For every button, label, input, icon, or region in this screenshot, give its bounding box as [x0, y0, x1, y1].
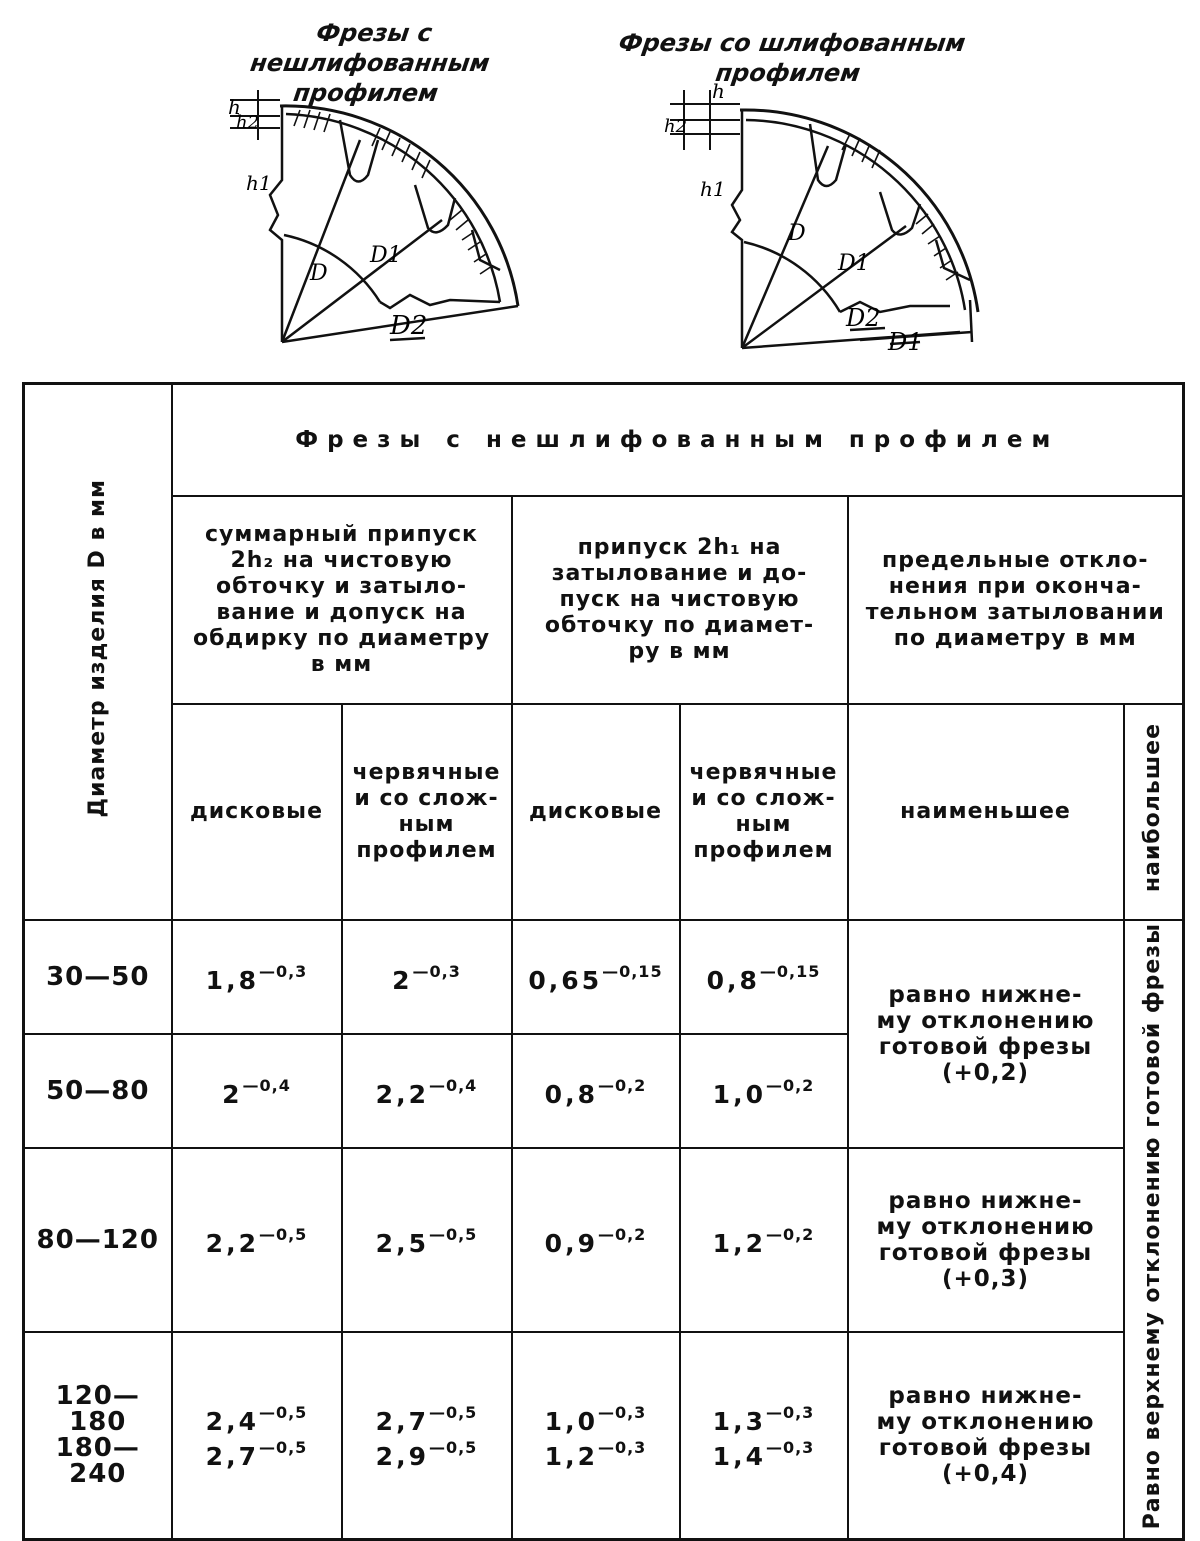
col-group-relief-allowance: припуск 2h₁ на затылование и до- пуск на…: [510, 494, 849, 705]
value-cell: 2,4—0,5 2,7—0,5: [170, 1330, 343, 1541]
group-header: Фрезы с нешлифованным профилем: [170, 382, 1185, 497]
label-h1: h1: [700, 177, 726, 201]
table-row: 120—180 180—240 2,4—0,5 2,7—0,5 2,7—0,5 …: [22, 1330, 1184, 1541]
min-note-cell: равно нижне- му отклонению готовой фрезы…: [846, 918, 1125, 1149]
subcol-worm-1: червячные и со слож- ным профилем: [340, 702, 513, 921]
subcol-min: наименьшее: [846, 702, 1125, 921]
max-note: Равно верхнему отклонению готовой фрезы: [1140, 922, 1166, 1529]
label-D1: D1: [837, 251, 870, 276]
max-note-cell: Равно верхнему отклонению готовой фрезы: [1122, 918, 1185, 1541]
value-cell: 1,0—0,3 1,2—0,3: [510, 1330, 681, 1541]
value-cell: 0,65—0,15: [510, 918, 681, 1035]
value-cell: 2,5—0,5: [340, 1146, 513, 1333]
label-D: D: [309, 261, 328, 286]
col-group-total-allowance: суммарный припуск 2h₂ на чистовую обточк…: [170, 494, 513, 705]
subcol-disc-1: дисковые: [170, 702, 343, 921]
label-D1: D1: [369, 243, 402, 268]
table-row: 50—80 2—0,4 2,2—0,4 0,8—0,2 1,0—0,2: [22, 1032, 1184, 1149]
value-cell: 0,8—0,2: [510, 1032, 681, 1149]
value-cell: 1,0—0,2: [678, 1032, 849, 1149]
table-row: 30—50 1,8—0,3 2—0,3 0,65—0,15 0,8—0,15 р…: [22, 918, 1185, 1541]
cutter-ground-profile-sketch: h h2 h1 D D1 D2 D1: [664, 80, 980, 356]
subcol-disc-2: дисковые: [510, 702, 681, 921]
value-cell: 1,8—0,3: [170, 918, 343, 1035]
label-h1: h1: [246, 171, 272, 195]
value-cell: 2,2—0,4: [340, 1032, 513, 1149]
subcol-worm-2: червячные и со слож- ным профилем: [678, 702, 849, 921]
value-cell: 1,2—0,2: [678, 1146, 849, 1333]
diameter-cell: 80—120: [22, 1146, 173, 1333]
label-D: D: [787, 221, 806, 246]
subcol-max-cell: наибольшее: [1122, 702, 1185, 921]
value-cell: 2—0,3: [340, 918, 513, 1035]
label-h: h: [228, 95, 241, 119]
allowance-table-container: Диаметр изделия D в мм Фрезы с нешлифова…: [22, 382, 1186, 1541]
cutter-unground-profile-sketch: h h2 h1 D D1 D2: [228, 90, 520, 344]
diameter-cell: 120—180 180—240: [22, 1330, 173, 1541]
table-row: 80—120 2,2—0,5 2,5—0,5 0,9—0,2 1,2—0,2 р…: [22, 1146, 1184, 1333]
allowance-table: Диаметр изделия D в мм Фрезы с нешлифова…: [22, 382, 1186, 1541]
value-cell: 2—0,4: [170, 1032, 343, 1149]
label-h2: h2: [664, 116, 687, 137]
figures-area: Фрезы с нешлифованным профилем Фрезы со …: [0, 0, 1200, 380]
value-cell: 2,7—0,5 2,9—0,5: [340, 1330, 513, 1541]
diameter-header: Диаметр изделия D в мм: [84, 478, 110, 818]
diameter-cell: 30—50: [22, 918, 173, 1035]
label-D1-bottom: D1: [887, 328, 923, 356]
col-group-limit-deviations: предельные откло- нения при оконча- тель…: [846, 494, 1185, 705]
diameter-header-cell: Диаметр изделия D в мм: [22, 382, 173, 921]
label-h: h: [712, 80, 725, 103]
min-note-cell: равно нижне- му отклонению готовой фрезы…: [846, 1330, 1125, 1541]
label-h2: h2: [236, 112, 259, 133]
min-note-cell: равно нижне- му отклонению готовой фрезы…: [846, 1146, 1125, 1333]
value-cell: 0,9—0,2: [510, 1146, 681, 1333]
value-cell: 1,3—0,3 1,4—0,3: [678, 1330, 849, 1541]
label-D2: D2: [389, 311, 427, 341]
label-D2: D2: [845, 304, 881, 332]
subcol-max: наибольшее: [1140, 723, 1166, 893]
figure-right-caption: Фрезы со шлифованным профилем: [616, 29, 968, 87]
diameter-cell: 50—80: [22, 1032, 173, 1149]
value-cell: 2,2—0,5: [170, 1146, 343, 1333]
value-cell: 0,8—0,15: [678, 918, 849, 1035]
